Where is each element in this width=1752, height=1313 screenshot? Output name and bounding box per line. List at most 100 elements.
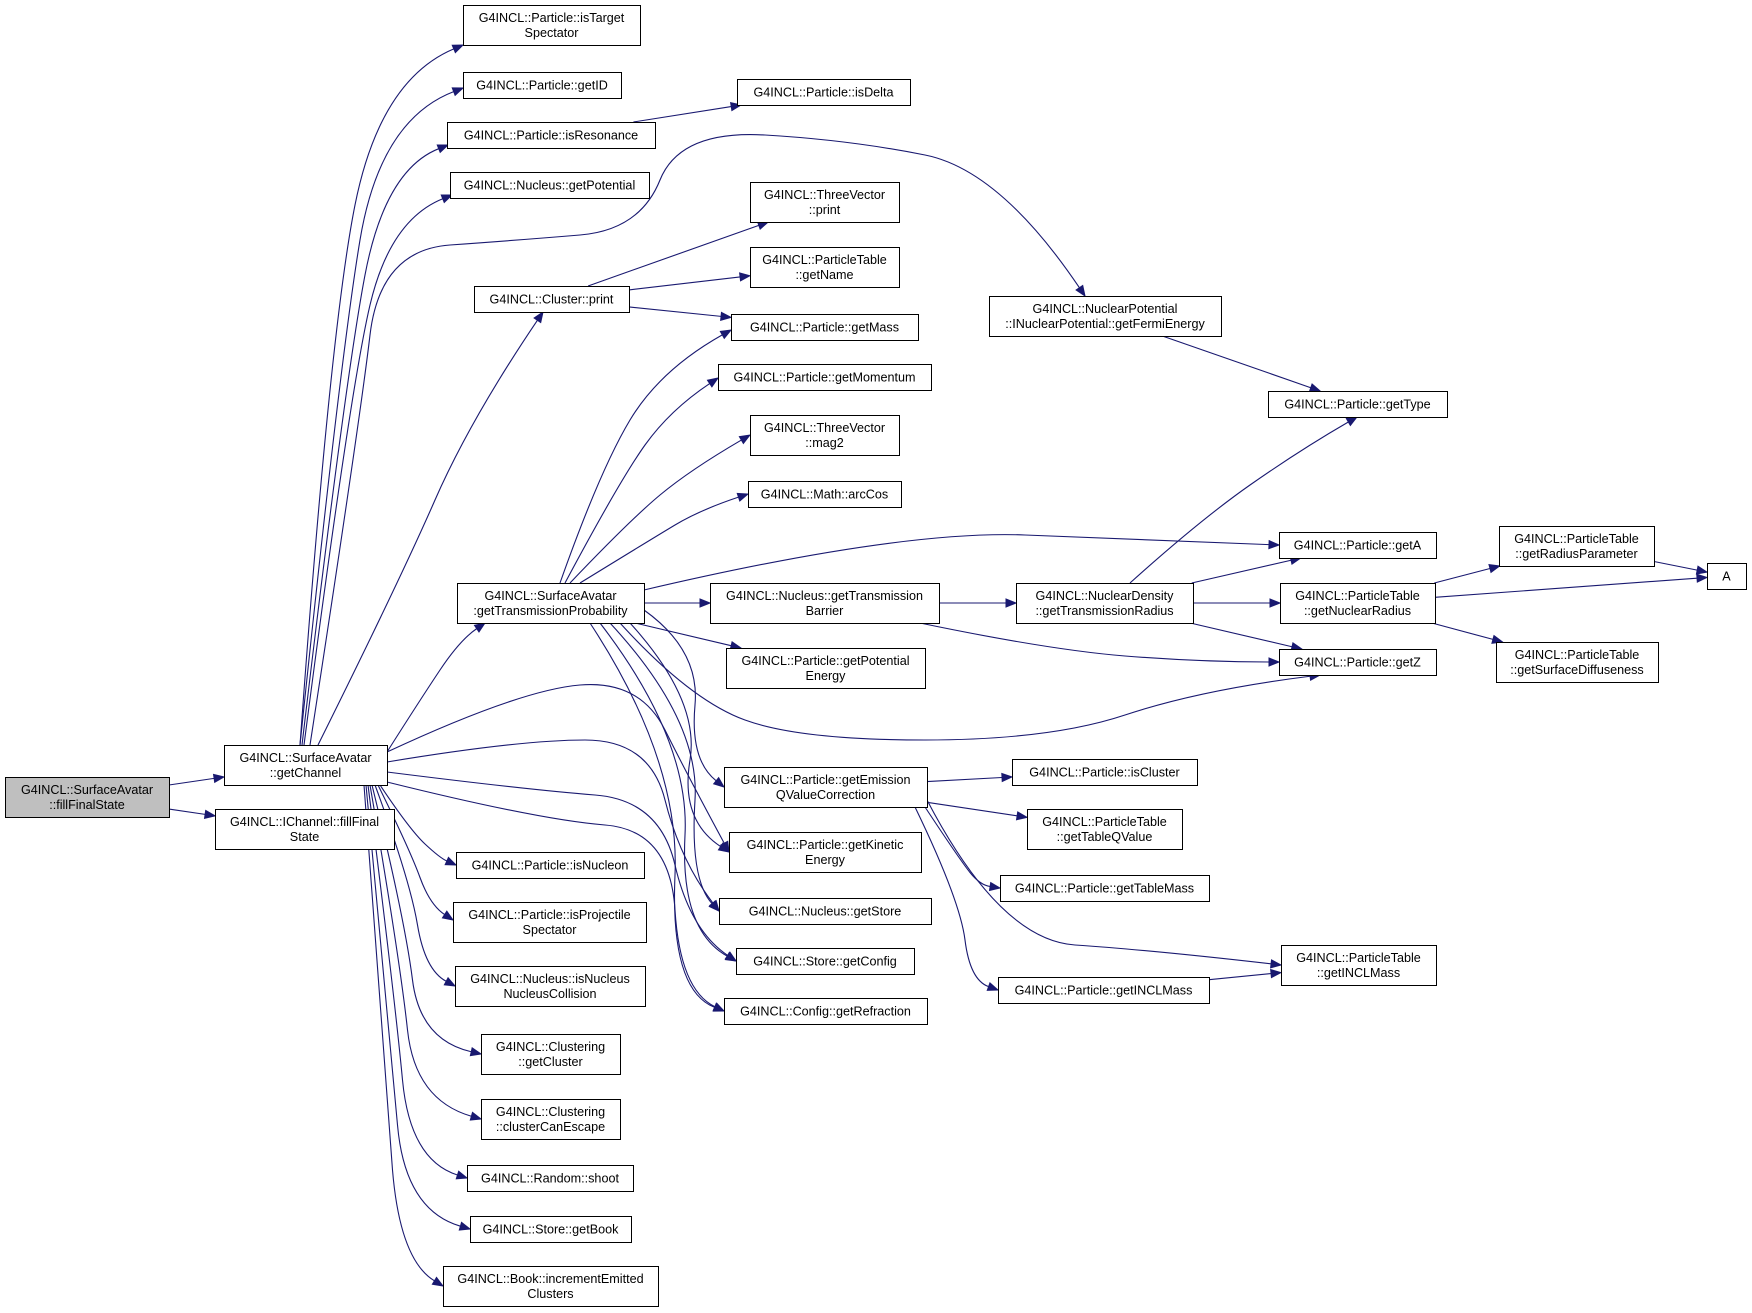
function-node-getRefraction[interactable]: G4INCL::Config::getRefraction xyxy=(724,998,928,1025)
function-node-getFermiEnergy[interactable]: G4INCL::NuclearPotential::INuclearPotent… xyxy=(989,296,1222,337)
function-node-getCluster[interactable]: G4INCL::Clustering::getCluster xyxy=(481,1034,621,1075)
node-box xyxy=(457,583,645,624)
edge-arrowhead xyxy=(739,272,752,282)
edge-arrowhead xyxy=(1269,598,1282,608)
function-node-ptGetINCLMass[interactable]: G4INCL::ParticleTable::getINCLMass xyxy=(1281,945,1437,986)
edge-arrowhead xyxy=(441,910,455,921)
call-edge xyxy=(619,622,1311,741)
call-edge xyxy=(628,276,741,291)
node-box xyxy=(729,832,922,873)
edge-arrowhead xyxy=(455,1170,469,1180)
function-node-arcCos[interactable]: G4INCL::Math::arcCos xyxy=(748,481,902,508)
node-box xyxy=(5,777,170,818)
function-node-clusterPrint[interactable]: G4INCL::Cluster::print xyxy=(474,286,630,313)
function-node-getConfig[interactable]: G4INCL::Store::getConfig xyxy=(736,948,915,975)
function-node-ichannelFill[interactable]: G4INCL::IChannel::fillFinalState xyxy=(215,809,395,850)
node-box xyxy=(1499,526,1655,567)
node-box xyxy=(731,314,919,341)
function-node-mag2[interactable]: G4INCL::ThreeVector::mag2 xyxy=(750,415,900,456)
call-edge xyxy=(1129,421,1349,584)
function-node-getMomentum[interactable]: G4INCL::Particle::getMomentum xyxy=(718,364,932,391)
node-box xyxy=(447,122,656,149)
edge-arrowhead xyxy=(458,1221,472,1231)
function-node-getTableQValue[interactable]: G4INCL::ParticleTable::getTableQValue xyxy=(1027,809,1183,850)
call-graph-nodes: G4INCL::SurfaceAvatar::fillFinalStateG4I… xyxy=(5,5,1747,1307)
node-box xyxy=(750,415,900,456)
function-node-getNuclearRadius[interactable]: G4INCL::ParticleTable::getNuclearRadius xyxy=(1280,583,1436,624)
function-node-getINCLMass[interactable]: G4INCL::Particle::getINCLMass xyxy=(998,977,1210,1004)
node-label-line: G4INCL::SurfaceAvatar xyxy=(484,589,616,603)
node-label-line: Energy xyxy=(805,853,846,867)
function-node-clusterCanEscape[interactable]: G4INCL::Clustering::clusterCanEscape xyxy=(481,1099,621,1140)
call-edge xyxy=(299,91,454,746)
function-node-getZ[interactable]: G4INCL::Particle::getZ xyxy=(1279,649,1437,676)
node-label-line: ::INuclearPotential::getFermiEnergy xyxy=(1005,317,1205,331)
function-node-getTransmissionProbability[interactable]: G4INCL::SurfaceAvatar:getTransmissionPro… xyxy=(457,583,645,624)
node-label-line: G4INCL::ParticleTable xyxy=(1296,951,1421,965)
node-label-line: G4INCL::Nucleus::isNucleus xyxy=(470,972,630,986)
call-edge xyxy=(365,784,461,1227)
function-node-nucleusGetStore[interactable]: G4INCL::Nucleus::getStore xyxy=(719,898,932,925)
function-node-isResonance[interactable]: G4INCL::Particle::isResonance xyxy=(447,122,656,149)
edge-arrowhead xyxy=(1268,539,1281,550)
node-label-line: G4INCL::Store::getConfig xyxy=(753,955,897,969)
node-label-line: G4INCL::ParticleTable xyxy=(1295,589,1420,603)
node-label-line: G4INCL::Particle::getA xyxy=(1294,539,1422,553)
node-label-line: G4INCL::Particle::isNucleon xyxy=(472,859,629,873)
function-node-A[interactable]: A xyxy=(1707,563,1747,590)
function-node-fillFinalState[interactable]: G4INCL::SurfaceAvatar::fillFinalState xyxy=(5,777,170,818)
node-box xyxy=(750,182,900,223)
edge-arrowhead xyxy=(1001,772,1014,783)
function-node-threeVecPrint[interactable]: G4INCL::ThreeVector::print xyxy=(750,182,900,223)
call-edge xyxy=(919,622,1270,663)
node-label-line: G4INCL::Config::getRefraction xyxy=(740,1005,911,1019)
edge-arrowhead xyxy=(988,881,1002,892)
node-label-line: G4INCL::Particle::getINCLMass xyxy=(1015,984,1193,998)
function-node-getA[interactable]: G4INCL::Particle::getA xyxy=(1279,532,1437,559)
node-label-line: Energy xyxy=(806,669,847,683)
function-node-ptGetName[interactable]: G4INCL::ParticleTable::getName xyxy=(750,247,900,288)
function-node-getEmissionQValueCorrection[interactable]: G4INCL::Particle::getEmissionQValueCorre… xyxy=(724,767,928,808)
node-box xyxy=(463,72,622,99)
node-label-line: G4INCL::Clustering xyxy=(496,1040,605,1054)
call-edge xyxy=(634,622,732,647)
node-box xyxy=(456,852,645,879)
function-node-getTableMass[interactable]: G4INCL::Particle::getTableMass xyxy=(1000,875,1210,902)
node-label-line: ::getINCLMass xyxy=(1317,966,1400,980)
function-node-isDelta[interactable]: G4INCL::Particle::isDelta xyxy=(737,79,911,106)
function-node-getID[interactable]: G4INCL::Particle::getID xyxy=(463,72,622,99)
function-node-getChannel[interactable]: G4INCL::SurfaceAvatar::getChannel xyxy=(224,745,388,786)
function-node-isCluster[interactable]: G4INCL::Particle::isCluster xyxy=(1012,759,1198,786)
function-node-isNucleon[interactable]: G4INCL::Particle::isNucleon xyxy=(456,852,645,879)
node-label-line: G4INCL::ParticleTable xyxy=(762,253,887,267)
call-edge xyxy=(379,784,448,862)
edge-arrowhead xyxy=(444,856,458,866)
function-node-getBook[interactable]: G4INCL::Store::getBook xyxy=(470,1216,632,1243)
node-label-line: G4INCL::Particle::getTableMass xyxy=(1015,882,1194,896)
node-box xyxy=(1000,875,1210,902)
node-label-line: G4INCL::Particle::isDelta xyxy=(754,86,894,100)
edge-arrowhead xyxy=(1695,565,1709,575)
edge-arrowhead xyxy=(986,982,1000,991)
node-label-line: G4INCL::Random::shoot xyxy=(481,1172,619,1186)
edge-arrowhead xyxy=(712,1002,726,1012)
edge-arrowhead xyxy=(469,1111,483,1121)
edge-arrowhead xyxy=(738,434,752,445)
function-node-getSurfaceDiffuseness[interactable]: G4INCL::ParticleTable::getSurfaceDiffuse… xyxy=(1496,642,1659,683)
node-label-line: G4INCL::Particle::isTarget xyxy=(479,11,625,25)
function-node-getTransmissionRadius[interactable]: G4INCL::NuclearDensity::getTransmissionR… xyxy=(1016,583,1194,624)
node-label-line: G4INCL::ThreeVector xyxy=(764,188,885,202)
function-node-isNucleusNucleusCollision[interactable]: G4INCL::Nucleus::isNucleusNucleusCollisi… xyxy=(455,966,646,1007)
function-node-getPotential[interactable]: G4INCL::Nucleus::getPotential xyxy=(450,172,650,199)
function-node-shoot[interactable]: G4INCL::Random::shoot xyxy=(467,1165,634,1192)
node-box xyxy=(453,902,647,943)
function-node-getMass[interactable]: G4INCL::Particle::getMass xyxy=(731,314,919,341)
function-node-getRadiusParameter[interactable]: G4INCL::ParticleTable::getRadiusParamete… xyxy=(1499,526,1655,567)
function-node-getType[interactable]: G4INCL::Particle::getType xyxy=(1268,391,1448,418)
